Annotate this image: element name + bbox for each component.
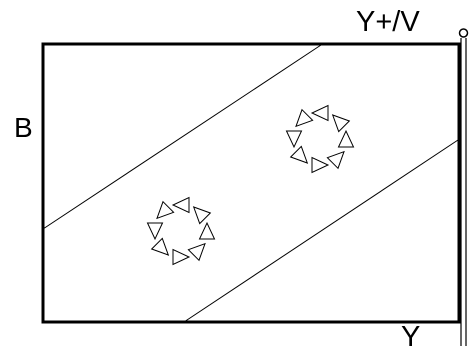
- label-left: B: [14, 112, 33, 143]
- flagpole-finial: [458, 28, 469, 38]
- star-lower: [146, 196, 216, 266]
- triangle-motif: [326, 150, 345, 170]
- band-lower-edge: [183, 139, 459, 323]
- triangle-motif: [337, 129, 355, 148]
- triangle-motif: [172, 248, 191, 266]
- flag-frame: [41, 42, 461, 324]
- triangle-motif: [331, 114, 351, 133]
- triangle-motif: [198, 221, 216, 240]
- triangle-motif: [150, 237, 170, 256]
- triangle-motif: [311, 156, 330, 174]
- triangle-motif: [187, 242, 206, 262]
- triangle-motif: [285, 130, 303, 149]
- triangle-motif: [295, 108, 314, 128]
- triangle-motif: [156, 200, 175, 220]
- label-bottom-right: Y: [401, 321, 421, 353]
- triangle-motif: [310, 104, 329, 122]
- label-top-right: Y+/V: [356, 6, 420, 38]
- band-upper-edge: [42, 44, 322, 230]
- triangle-motif: [289, 145, 309, 164]
- triangle-motif: [171, 196, 190, 214]
- triangle-motif: [146, 222, 164, 241]
- star-upper: [285, 104, 355, 174]
- triangle-motif: [192, 206, 212, 225]
